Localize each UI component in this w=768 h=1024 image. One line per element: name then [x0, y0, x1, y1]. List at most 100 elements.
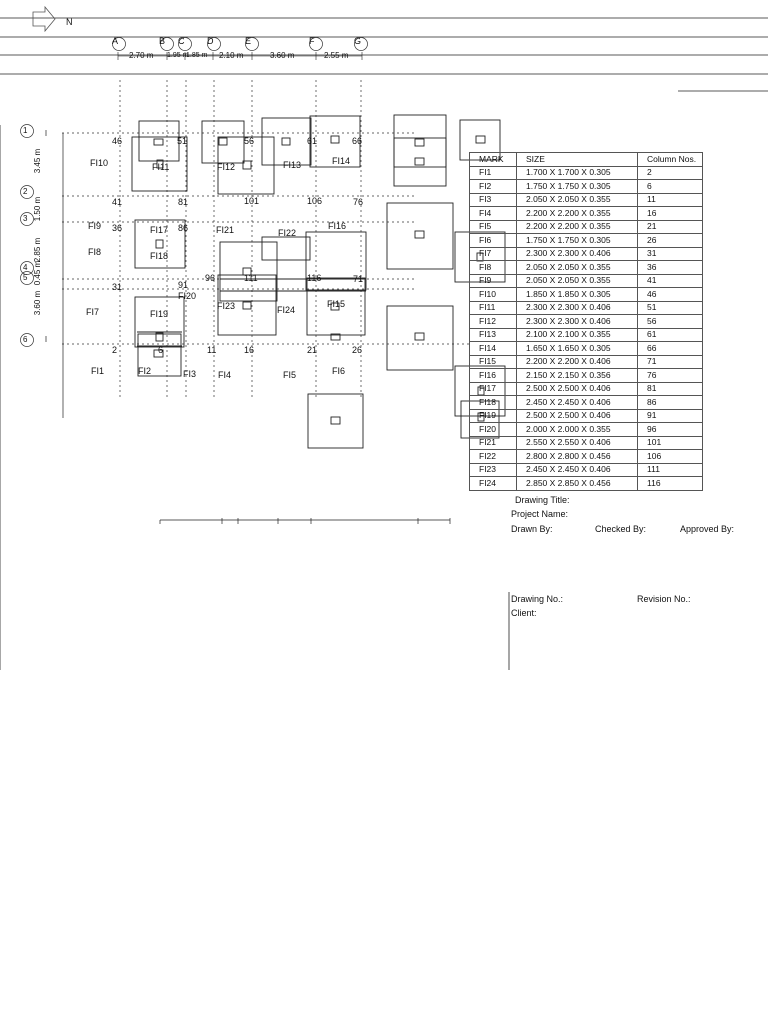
grid-row-label: 2: [23, 187, 28, 196]
column-number: 16: [244, 345, 255, 355]
grid-col-label: B: [159, 36, 166, 46]
grid-col-label: E: [245, 36, 252, 46]
drawing-no-label: Drawing No.:: [511, 594, 564, 604]
footing-label: FI3: [183, 369, 197, 379]
cell-column-nos: 56: [637, 314, 703, 329]
cell-column-nos: 11: [637, 192, 703, 207]
cell-column-nos: 46: [637, 287, 703, 302]
row-dimension: 2.85 m: [33, 237, 43, 263]
cell-size: 1.750 X 1.750 X 0.305: [516, 233, 638, 248]
column-number: 71: [353, 274, 364, 284]
approved-by-label: Approved By:: [680, 524, 735, 534]
footing-label: FI4: [218, 370, 232, 380]
cell-column-nos: 6: [637, 179, 703, 194]
row-dimension: 1.50 m: [33, 196, 43, 222]
footing-label: FI11: [152, 162, 170, 172]
cell-mark: FI17: [469, 381, 517, 396]
cell-column-nos: 36: [637, 260, 703, 275]
column-number: 61: [307, 136, 318, 146]
footing-label: FI21: [216, 225, 235, 235]
cell-column-nos: 91: [637, 408, 703, 423]
cell-mark: FI23: [469, 462, 517, 477]
cell-mark: FI9: [469, 273, 517, 288]
column-number: 91: [178, 280, 189, 290]
cell-size: 2.200 X 2.200 X 0.355: [516, 219, 638, 234]
cell-mark: FI24: [469, 476, 517, 491]
footing-label: FI22: [278, 228, 297, 238]
cell-size: 2.800 X 2.800 X 0.456: [516, 449, 638, 464]
cell-size: 2.300 X 2.300 X 0.406: [516, 300, 638, 315]
cell-mark: FI6: [469, 233, 517, 248]
cell-column-nos: 2: [637, 165, 703, 180]
cell-column-nos: 111: [637, 462, 703, 477]
column-number: 26: [352, 345, 363, 355]
col-dimension: 2.55 m: [324, 51, 349, 60]
footing-label: FI7: [86, 307, 100, 317]
cell-size: 2.550 X 2.550 X 0.406: [516, 435, 638, 450]
grid-row-label: 5: [23, 273, 28, 282]
cell-column-nos: 81: [637, 381, 703, 396]
cell-size: 2.450 X 2.450 X 0.406: [516, 395, 638, 410]
cell-column-nos: 71: [637, 354, 703, 369]
footing-label: FI1: [91, 366, 105, 376]
column-number: 2: [112, 345, 118, 355]
north-label: N: [66, 17, 73, 27]
column-number: 56: [244, 136, 255, 146]
cell-mark: FI7: [469, 246, 517, 261]
header-column-nos: Column Nos.: [637, 152, 703, 167]
col-dimension: 1.95 m: [167, 52, 189, 59]
column-number: 96: [205, 273, 216, 283]
col-dimension: 2.70 m: [129, 51, 154, 60]
cell-column-nos: 101: [637, 435, 703, 450]
checked-by-label: Checked By:: [595, 524, 647, 534]
footing-label: FI5: [283, 370, 297, 380]
cell-mark: FI2: [469, 179, 517, 194]
cell-size: 2.200 X 2.200 X 0.355: [516, 206, 638, 221]
footing-label: FI18: [150, 251, 169, 261]
cell-column-nos: 41: [637, 273, 703, 288]
column-number: 86: [178, 223, 189, 233]
column-number: 46: [112, 136, 123, 146]
cell-mark: FI18: [469, 395, 517, 410]
cell-mark: FI4: [469, 206, 517, 221]
drawn-by-label: Drawn By:: [511, 524, 553, 534]
cell-size: 2.500 X 2.500 X 0.406: [516, 381, 638, 396]
grid-col-label: D: [207, 36, 214, 46]
cell-mark: FI3: [469, 192, 517, 207]
footing-label: FI10: [90, 158, 109, 168]
project-name-label: Project Name:: [511, 509, 569, 519]
footing-label: FI17: [150, 225, 169, 235]
revision-no-label: Revision No.:: [637, 594, 691, 604]
footing-label: FI9: [88, 221, 102, 231]
cell-column-nos: 76: [637, 368, 703, 383]
cell-mark: FI20: [469, 422, 517, 437]
cell-size: 2.050 X 2.050 X 0.355: [516, 192, 638, 207]
grid-col-label: F: [309, 36, 315, 46]
col-dimension: 2.10 m: [219, 51, 244, 60]
footing-label: FI16: [328, 221, 347, 231]
cell-column-nos: 16: [637, 206, 703, 221]
footing-label: FI8: [88, 247, 102, 257]
footing-label: FI6: [332, 366, 346, 376]
cell-size: 2.050 X 2.050 X 0.355: [516, 273, 638, 288]
footing-label: FI23: [217, 301, 236, 311]
cell-column-nos: 96: [637, 422, 703, 437]
column-number: 41: [112, 197, 123, 207]
footing-label: FI14: [332, 156, 351, 166]
column-number: 106: [307, 196, 323, 206]
cell-size: 2.450 X 2.450 X 0.406: [516, 462, 638, 477]
cell-mark: FI15: [469, 354, 517, 369]
north-arrow-icon: [32, 5, 56, 33]
